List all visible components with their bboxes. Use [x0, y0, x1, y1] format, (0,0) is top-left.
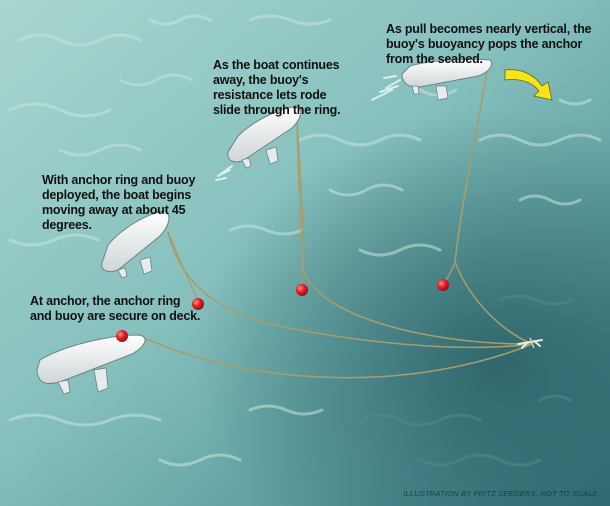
rode-stage2	[167, 231, 533, 349]
rode-stage4	[454, 65, 533, 345]
anchor-rodes	[141, 65, 533, 379]
boat-icon	[36, 334, 146, 384]
deep-water-ripples	[298, 294, 574, 476]
anchor-icon	[517, 337, 543, 349]
boat-stage4	[401, 58, 492, 101]
buoy-icon	[116, 330, 128, 342]
buoy-icon	[192, 298, 204, 310]
rode-stage3	[296, 119, 533, 345]
water-ripples	[8, 14, 602, 467]
rode-stage1	[141, 336, 533, 379]
caption-stage3: As the boat continues away, the buoy's r…	[213, 58, 341, 117]
caption-stage2: With anchor ring and buoy deployed, the …	[42, 173, 196, 232]
boat-icon	[401, 58, 492, 88]
curved-arrow-icon	[504, 69, 553, 101]
buoy-icon	[437, 279, 449, 291]
boat-stage3	[227, 105, 302, 169]
boat-icon	[101, 210, 170, 272]
boat-stage1	[36, 334, 146, 395]
caption-stage1: At anchor, the anchor ring and buoy are …	[30, 294, 201, 323]
boat-wakes	[215, 75, 401, 181]
boat-stage2	[101, 210, 170, 279]
caption-stage4: As pull becomes nearly vertical, the buo…	[386, 22, 592, 66]
buoy-icon	[296, 284, 308, 296]
boat-icon	[227, 105, 302, 163]
illustration-credit: ILLUSTRATION BY FRITZ SEEGERS. NOT TO SC…	[403, 489, 600, 498]
